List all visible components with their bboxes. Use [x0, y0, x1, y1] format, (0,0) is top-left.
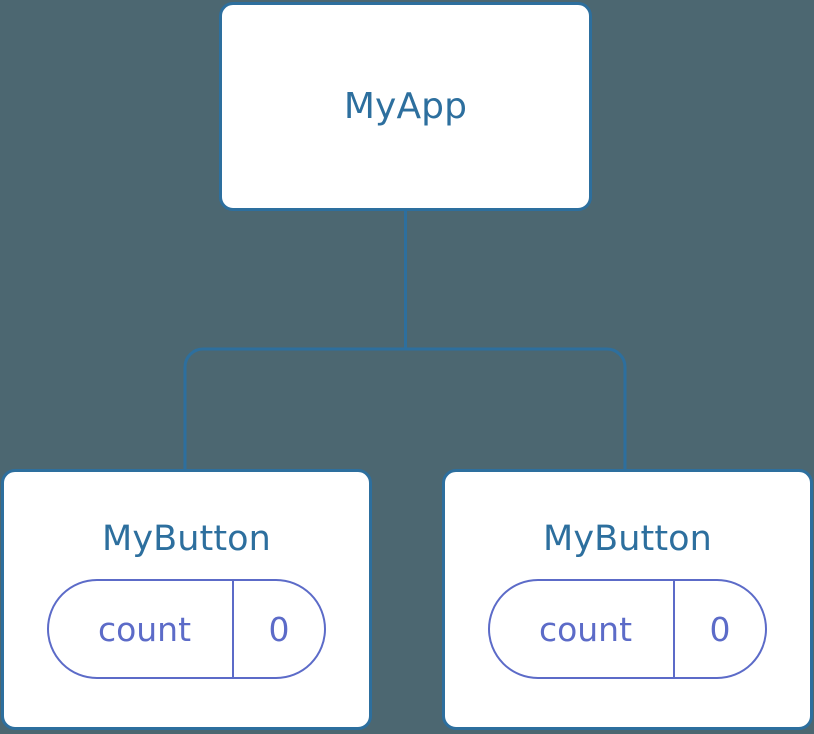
state-key: count — [538, 609, 633, 649]
node-label: MyApp — [343, 85, 468, 127]
connector-branch-right — [405, 347, 627, 470]
node-myapp[interactable]: MyApp — [219, 2, 592, 211]
node-label: MyButton — [543, 519, 712, 559]
state-value: 0 — [232, 581, 324, 677]
state-pill[interactable]: count 0 — [47, 579, 326, 679]
state-value: 0 — [673, 581, 765, 677]
node-mybutton-right[interactable]: MyButton count 0 — [442, 469, 813, 730]
node-mybutton-left[interactable]: MyButton count 0 — [1, 469, 372, 730]
connector-branch-left — [183, 347, 406, 470]
state-pill[interactable]: count 0 — [488, 579, 767, 679]
state-key: count — [97, 609, 192, 649]
node-label: MyButton — [102, 519, 271, 559]
